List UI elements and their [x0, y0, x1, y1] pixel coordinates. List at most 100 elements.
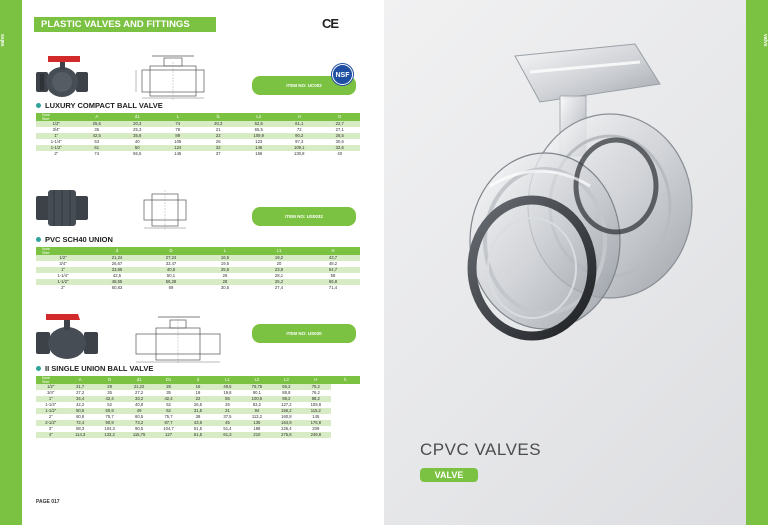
table-cell: 49	[124, 408, 154, 414]
table-cell: 23,8	[252, 267, 306, 273]
table-cell: 2-1/2"	[36, 420, 66, 426]
single-union-ball-valve-drawing	[135, 316, 221, 364]
table-cell: 27,24	[144, 255, 198, 261]
table-cell: 100,5	[242, 396, 272, 402]
table-cell: 113,2	[242, 414, 272, 420]
table-cell: 25,5	[198, 267, 252, 273]
table-cell: 1"	[36, 267, 90, 273]
table-cell: 2"	[36, 285, 90, 291]
table-cell: 20,3	[117, 121, 158, 127]
table-cell: 75,7	[94, 414, 125, 420]
pvc-union-drawing	[143, 190, 187, 230]
table-cell: 114,3	[65, 432, 95, 438]
table-cell: 52,5	[238, 121, 279, 127]
table-cell: 164,9	[271, 420, 302, 426]
table-cell: 38	[183, 414, 213, 420]
table-cell: 109,1	[279, 145, 320, 151]
column-header: d1	[117, 113, 158, 121]
column-header: A	[65, 376, 95, 384]
table-cell: 94	[242, 408, 272, 414]
section-heading: LUXURY COMPACT BALL VALVE	[36, 101, 163, 111]
table-cell: 123	[238, 139, 279, 145]
table-cell: 52	[153, 402, 184, 408]
table-cell: 50,5	[65, 408, 95, 414]
page-title: PLASTIC VALVES AND FITTINGS	[34, 17, 216, 32]
bullet-icon	[36, 365, 41, 371]
section-heading-text: II SINGLE UNION BALL VALVE	[45, 364, 154, 373]
table-cell: 209	[301, 426, 331, 432]
table-cell: 22	[198, 133, 239, 139]
section-heading-text: PVC SCH40 UNION	[45, 235, 113, 244]
table-cell: 35	[94, 390, 125, 396]
section-heading: II SINGLE UNION BALL VALVE	[36, 364, 153, 374]
table-cell: 72,4	[65, 420, 95, 426]
table-cell: 40,8	[124, 402, 154, 408]
table-cell: 19	[183, 390, 213, 396]
table-cell: 54,7	[306, 267, 360, 273]
table-cell: 65,5	[117, 151, 158, 157]
table-cell: 42,5	[90, 273, 144, 279]
table-cell: 48,55	[90, 279, 144, 285]
table-cell: 61,3	[212, 432, 243, 438]
table-cell: 74	[76, 151, 117, 157]
table-cell: 130,8	[279, 151, 320, 157]
table-cell: 88,8	[271, 390, 302, 396]
table-cell: 97,3	[279, 139, 320, 145]
table-cell: 105	[157, 139, 198, 145]
table-cell: 127	[153, 432, 184, 438]
column-header: H	[279, 113, 320, 121]
table-cell: 19,8	[212, 390, 243, 396]
transparent-cpvc-ball-valve-photo	[467, 43, 693, 341]
table-cell: 74	[157, 121, 198, 127]
table-cell: 65,5	[238, 127, 279, 133]
page-number: PAGE 017	[36, 499, 60, 505]
table-cell: 50	[117, 145, 158, 151]
column-header: h	[330, 376, 360, 384]
table-cell: 73,2	[124, 420, 154, 426]
table-cell: 66,8	[306, 279, 360, 285]
table-cell: 45	[212, 420, 243, 426]
table-cell: 25,6	[76, 121, 117, 127]
table-cell: 1-1/4"	[36, 273, 90, 279]
table-cell: 37,5	[212, 414, 243, 420]
column-header: L	[157, 113, 198, 121]
item-number-badge: ITEM NO: UC002	[252, 76, 356, 95]
table-cell: 89	[157, 133, 198, 139]
table-cell: 51,4	[212, 426, 243, 432]
table-cell: 60,83	[90, 285, 144, 291]
table-cell: 1"	[36, 133, 77, 139]
table-cell: 37	[198, 151, 239, 157]
table-cell: 90,1	[242, 390, 272, 396]
table-cell: 3/4"	[36, 127, 77, 133]
column-header: d1	[124, 376, 154, 384]
table-cell: 156,2	[271, 408, 302, 414]
table-cell: 43,7	[306, 255, 360, 261]
table-cell: 51,5	[183, 426, 213, 432]
table-cell: 27,2	[124, 390, 154, 396]
table-cell: 1/2"	[36, 384, 66, 390]
table-cell: 78	[157, 127, 198, 133]
table-cell: 60,9	[94, 408, 125, 414]
table-cell: 76,75	[242, 384, 272, 390]
table-cell: 16,5	[198, 255, 252, 261]
table-cell: 48,2	[306, 261, 360, 267]
column-header: D1	[153, 376, 184, 384]
table-cell: 1"	[36, 396, 66, 402]
column-header: D	[144, 247, 198, 255]
column-header: D	[319, 113, 360, 121]
table-cell: 35,6	[117, 133, 158, 139]
table-cell: 3"	[36, 426, 66, 432]
